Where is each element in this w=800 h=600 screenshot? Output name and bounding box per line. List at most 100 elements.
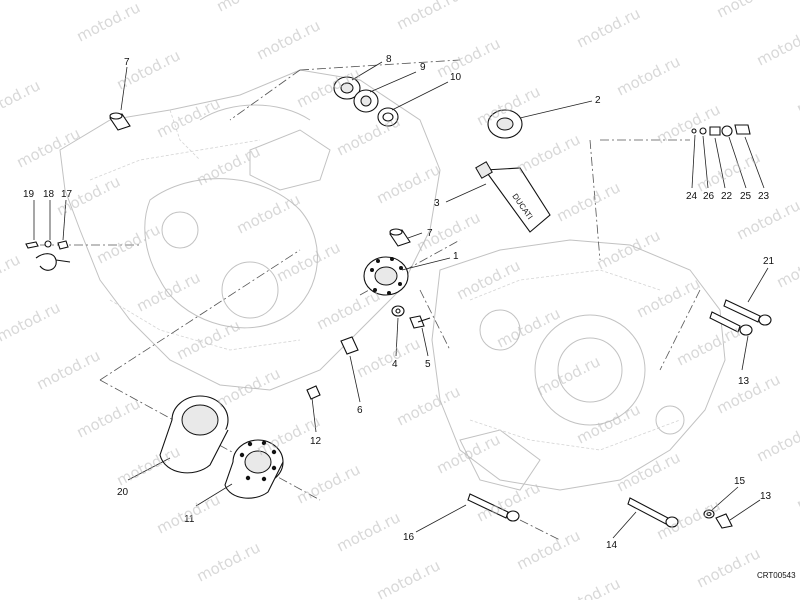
- right-crankcase-outline: [431, 239, 726, 491]
- watermark-text: motod.ru: [154, 94, 223, 141]
- left-crankcase-outline: [59, 69, 441, 391]
- watermark-text: motod.ru: [294, 460, 363, 507]
- callout-7-upper: 7: [124, 57, 130, 68]
- callout-labels: 7 8 9 10 2 3 7 1 4 5 6 12 20 11 19 18 17…: [23, 54, 775, 551]
- callout-23: 22: [721, 191, 733, 202]
- bolt-13: [715, 513, 733, 529]
- watermark-text: motod.ru: [214, 364, 283, 411]
- watermark-text: motod.ru: [94, 220, 163, 267]
- watermark-text: motod.ru: [394, 0, 463, 34]
- callout-22: 21: [763, 256, 775, 267]
- watermark-text: motod.ru: [674, 322, 743, 369]
- watermark-text: motod.ru: [214, 0, 283, 16]
- callout-26: 25: [740, 191, 752, 202]
- watermark-text: motod.ru: [194, 538, 263, 585]
- watermark-text: motod.ru: [654, 100, 723, 147]
- watermark-text: motod.ru: [574, 400, 643, 447]
- watermark-text: motod.ru: [374, 556, 443, 600]
- dowel-6: [340, 336, 359, 355]
- watermark-text: motod.ru: [0, 298, 63, 345]
- callout-12: 12: [310, 436, 322, 447]
- callout-15: 14: [606, 540, 618, 551]
- watermark-text: motod.ru: [554, 574, 623, 600]
- watermark-text: motod.ru: [254, 16, 323, 63]
- watermark-text: motod.ru: [574, 4, 643, 51]
- watermark-text: motod.ru: [734, 196, 800, 243]
- watermark-text: motod.ru: [114, 46, 183, 93]
- watermark-text: motod.ru: [754, 22, 800, 69]
- callout-4: 4: [392, 359, 398, 370]
- watermark-text: motod.ru: [774, 244, 800, 291]
- callout-25: 24: [686, 191, 698, 202]
- callout-6: 6: [357, 405, 363, 416]
- watermark-text: motod.ru: [174, 316, 243, 363]
- seal-10: [377, 107, 399, 127]
- callout-24: 23: [758, 191, 770, 202]
- watermark-text: motod.ru: [334, 112, 403, 159]
- callout-1: 1: [453, 251, 459, 262]
- callout-19: 18: [43, 189, 55, 200]
- callout-2: 2: [595, 95, 601, 106]
- small-parts-23-27: [691, 124, 751, 137]
- watermark-text: motod.ru: [374, 160, 443, 207]
- watermark-text: motod.ru: [314, 286, 383, 333]
- washer-16: [703, 509, 715, 519]
- watermark-text: motod.ru: [754, 418, 800, 465]
- sleeve-21: [159, 395, 229, 474]
- watermark-text: motod.ru: [634, 274, 703, 321]
- watermark-text: motod.ru: [514, 526, 583, 573]
- watermark-text: motod.ru: [74, 0, 143, 46]
- bushing-7-upper: [109, 112, 131, 131]
- watermark-text: motod.ru: [694, 148, 763, 195]
- callout-9: 9: [420, 62, 426, 73]
- clip-assembly-18-20: [25, 240, 71, 271]
- bolt-15: [627, 497, 679, 528]
- callout-27: 26: [703, 191, 715, 202]
- washer-4: [391, 305, 405, 317]
- callout-16: 15: [734, 476, 746, 487]
- watermark-text: motod.ru: [714, 0, 783, 22]
- bearing-8: [333, 76, 361, 100]
- watermark-text: motod.ru: [694, 544, 763, 591]
- watermark-text: motod.ru: [394, 382, 463, 429]
- watermark-text: motod.ru: [74, 394, 143, 441]
- watermark-text: motod.ru: [514, 130, 583, 177]
- bearing-2: [487, 109, 523, 139]
- leader-lines: [33, 61, 769, 539]
- watermark-text: motod.ru: [534, 0, 603, 4]
- callout-5: 5: [425, 359, 431, 370]
- watermark-text: motod.ru: [594, 226, 663, 273]
- watermark-text: motod.ru: [554, 178, 623, 225]
- callout-7-center: 7: [427, 228, 433, 239]
- bolt-17: [467, 493, 520, 522]
- watermark-text: motod.ru: [234, 190, 303, 237]
- callout-3: 3: [434, 198, 440, 209]
- watermark-text: motod.ru: [794, 466, 800, 513]
- sealant-tube-3: DUCATI: [475, 161, 551, 233]
- watermark-text: motod.ru: [434, 430, 503, 477]
- watermark-text: motod.ru: [34, 346, 103, 393]
- watermark-text: motod.ru: [614, 52, 683, 99]
- watermark-text: motod.ru: [354, 334, 423, 381]
- watermark-text: motod.ru: [414, 208, 483, 255]
- watermark-text: motod.ru: [334, 508, 403, 555]
- watermark-text: motod.ru: [794, 70, 800, 117]
- watermark-text: motod.ru: [454, 256, 523, 303]
- watermark-text: motod.ru: [494, 304, 563, 351]
- parts: DUCATI: [25, 76, 772, 529]
- callout-17: 16: [403, 532, 415, 543]
- watermark-text: motod.ru: [274, 238, 343, 285]
- callout-14: 13: [738, 376, 750, 387]
- callout-20: 19: [23, 189, 35, 200]
- drawing-code: CRT00543: [757, 571, 796, 580]
- watermark-text: motod.ru: [534, 352, 603, 399]
- callout-21: 20: [117, 487, 129, 498]
- watermark-text: motod.ru: [14, 124, 83, 171]
- assembly-guide-lines: [40, 59, 701, 541]
- callout-10: 10: [450, 72, 462, 83]
- roller-bearing-11: [224, 439, 284, 499]
- pin-12: [306, 385, 321, 400]
- watermark-text: motod.ru: [194, 142, 263, 189]
